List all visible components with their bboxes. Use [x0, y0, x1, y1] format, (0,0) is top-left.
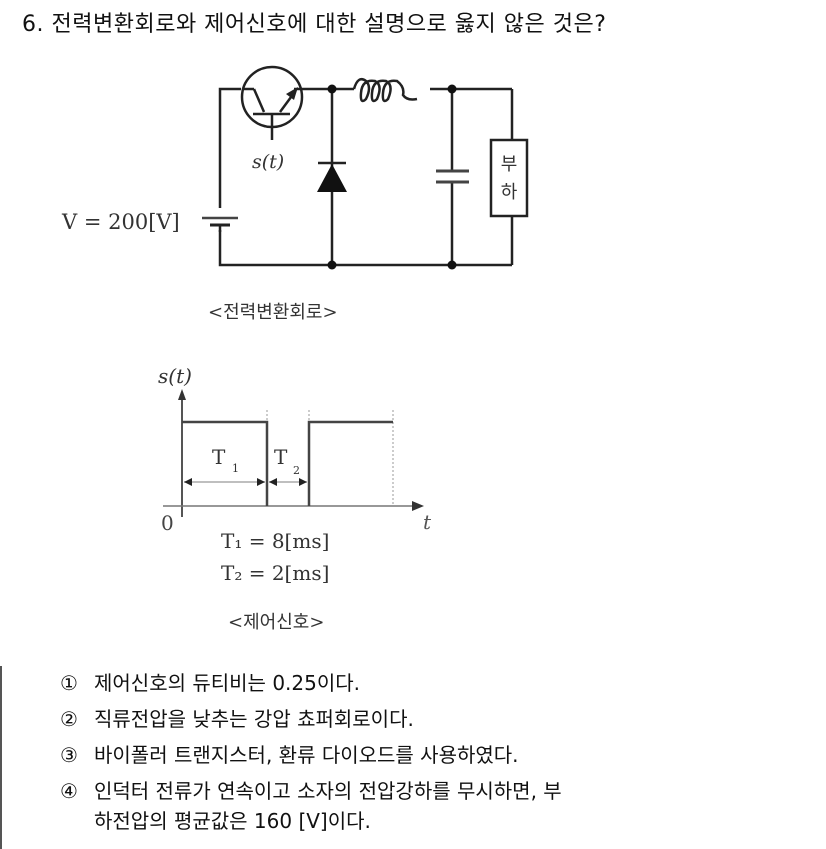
choice-1-number: ① — [60, 671, 78, 695]
load-box — [489, 138, 529, 218]
choice-3-number: ③ — [60, 743, 78, 767]
choice-2[interactable]: ② 직류전압을 낮추는 강압 쵸퍼회로이다. — [60, 701, 562, 737]
answer-choices: ① 제어신호의 듀티비는 0.25이다. ② 직류전압을 낮추는 강압 쵸퍼회로이다… — [60, 665, 562, 839]
t2-subscript: 2 — [293, 464, 300, 477]
choices-margin-line — [0, 666, 2, 849]
signal-caption: <제어신호> — [228, 612, 324, 633]
question-number: 6. — [22, 12, 44, 37]
signal-x-label: t — [423, 510, 432, 534]
load-label-top: 부 — [501, 154, 518, 175]
circuit-diagram: s(t) 부 하 V = 200[V] <전력변환회로> — [61, 65, 529, 633]
choice-4[interactable]: ④ 인덕터 전류가 연속이고 소자의 전압강하를 무시하면, 부 하전압의 평균값… — [60, 773, 562, 839]
choice-3-text: 바이폴러 트랜지스터, 환류 다이오드를 사용하였다. — [94, 743, 519, 767]
circuit-wires — [218, 87, 514, 267]
question-body: 전력변환회로와 제어신호에 대한 설명으로 옳지 않은 것은? — [51, 12, 607, 37]
source-voltage-label: V = 200[V] — [61, 210, 180, 234]
load-label-bottom: 하 — [501, 182, 518, 203]
choice-4-text-continued: 하전압의 평균값은 160 [V]이다. — [94, 809, 371, 833]
signal-y-label: s(t) — [158, 364, 192, 388]
choice-4-text: 인덕터 전류가 연속이고 소자의 전압강하를 무시하면, 부 — [94, 779, 562, 803]
signal-origin-label: 0 — [161, 511, 174, 535]
choice-1-text: 제어신호의 듀티비는 0.25이다. — [94, 671, 361, 695]
t2-label: T — [274, 445, 288, 469]
choice-3[interactable]: ③ 바이폴러 트랜지스터, 환류 다이오드를 사용하였다. — [60, 737, 562, 773]
t1-subscript: 1 — [232, 462, 239, 475]
choice-2-number: ② — [60, 707, 78, 731]
t1-equation: T₁ = 8[ms] — [221, 529, 329, 553]
junction-dots — [327, 84, 457, 270]
question-text: 6. 전력변환회로와 제어신호에 대한 설명으로 옳지 않은 것은? — [22, 6, 606, 38]
battery-icon — [202, 216, 238, 232]
circuit-caption: <전력변환회로> — [208, 302, 338, 323]
transistor-icon — [240, 65, 304, 140]
t1-label: T — [212, 445, 226, 469]
capacitor-icon — [436, 169, 469, 184]
inductor-icon — [352, 78, 418, 103]
choice-2-text: 직류전압을 낮추는 강압 쵸퍼회로이다. — [94, 707, 414, 731]
diode-icon — [317, 161, 347, 192]
switch-signal-label: s(t) — [252, 151, 284, 173]
t2-equation: T₂ = 2[ms] — [221, 561, 329, 585]
choice-1[interactable]: ① 제어신호의 듀티비는 0.25이다. — [60, 665, 562, 701]
choice-4-number: ④ — [60, 779, 78, 803]
control-signal-plot — [163, 389, 424, 517]
